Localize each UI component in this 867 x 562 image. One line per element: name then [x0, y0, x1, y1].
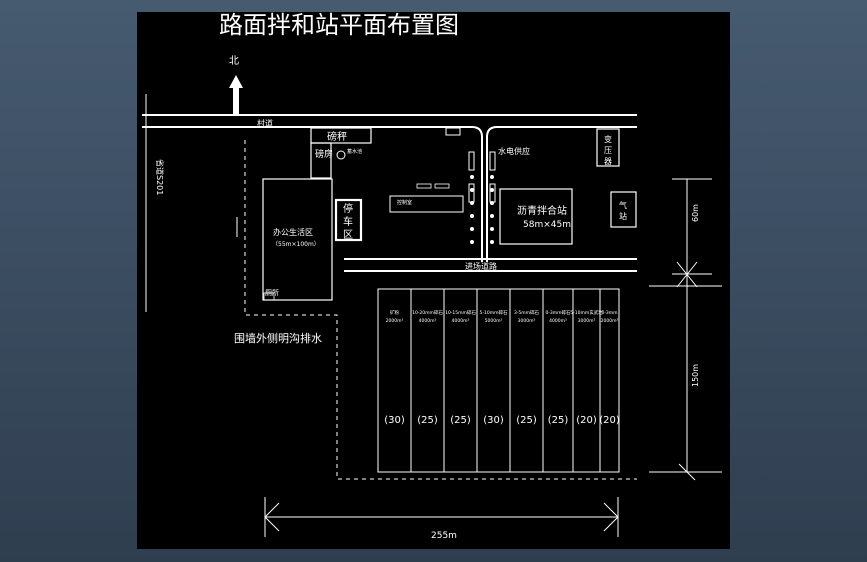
stockpile-capacity: (25) — [516, 415, 537, 426]
storage-shed-box — [389, 195, 464, 213]
stockpile-capacity: (25) — [417, 415, 438, 426]
substation-label-1: 变 — [604, 134, 612, 144]
stockpile-bin — [599, 288, 620, 473]
office-area-box — [262, 178, 333, 301]
stockpile-label: 矿粉 — [390, 309, 399, 316]
scale-house-box — [310, 142, 332, 179]
stockpile-volume: 4000m³ — [419, 318, 437, 324]
stockpile-capacity: (20) — [599, 415, 620, 426]
stockpile-capacity: (20) — [576, 415, 597, 426]
stockpile-capacity: (30) — [483, 415, 504, 426]
drawing-title: 路面拌和站平面布置图 — [219, 12, 459, 39]
entrance-road-label: 进场道路 — [465, 261, 497, 271]
stockpile-label: 3-5mm碎石 — [514, 309, 540, 316]
substation-label-2: 压 — [604, 146, 612, 155]
provincial-road-label: 省道S201 — [155, 159, 165, 195]
gas-station-box — [610, 191, 637, 228]
parking-area-box — [334, 198, 363, 242]
drawing-sheet: 路面拌和站平面布置图 北 村道 省道S201 围墙外侧明沟排水 — [137, 11, 730, 549]
stockpile-label: 5-10mm玄武岩 — [570, 309, 603, 316]
entrance-road — [344, 258, 637, 272]
village-road — [142, 114, 637, 262]
asphalt-plant-box — [499, 188, 573, 245]
stockpile-label: 0-3mm碎石 — [545, 309, 571, 316]
stockpile-bin — [476, 288, 511, 473]
stockpile-label: 10-20mm碎石 — [412, 309, 443, 316]
gas-label-2: 站 — [619, 211, 627, 221]
stockpile-bin — [572, 288, 601, 473]
stockpile-bins: 矿粉 2000m³ (30) 10-20mm碎石 4000m³ (25) 10-15mm碎石… — [377, 288, 620, 473]
control-room-label: 控制室 — [397, 199, 412, 206]
parking-label-3: 区 — [343, 229, 353, 241]
stockpile-bin — [509, 288, 544, 473]
north-arrow-icon — [229, 75, 243, 115]
perimeter-wall-dashed — [244, 140, 637, 480]
control-box — [445, 127, 461, 136]
dimension-255m-label: 255m — [431, 531, 457, 541]
stockpile-label: 5-10mm碎石 — [480, 309, 508, 316]
stockpile-volume: 3000m³ — [518, 318, 536, 324]
stockpile-capacity: (25) — [548, 415, 569, 426]
stockpile-capacity: (25) — [450, 415, 471, 426]
bollard-dots — [470, 175, 494, 244]
stockpile-bin — [377, 288, 412, 473]
dimension-60m-label: 60m — [691, 204, 700, 222]
weighbridge-label: 磅秤 — [327, 130, 347, 143]
water-tank-icon — [336, 150, 346, 160]
stockpile-volume: 5000m³ — [485, 318, 503, 324]
gate-post-left-2 — [468, 183, 475, 203]
substation-label-3: 器 — [604, 157, 612, 166]
stockpile-bin — [410, 288, 445, 473]
stockpile-label: 0-3mm — [601, 310, 617, 316]
dimension-60m — [672, 178, 712, 288]
gas-label-1: 气 — [619, 200, 627, 210]
stockpile-bin — [542, 288, 574, 473]
village-road-label: 村道 — [257, 118, 273, 128]
parking-label-1: 停 — [343, 202, 353, 215]
dimension-255m — [264, 497, 619, 537]
site-plan-drawing: 路面拌和站平面布置图 北 村道 省道S201 围墙外侧明沟排水 — [142, 11, 722, 541]
asphalt-plant-size: 58m×45m — [523, 220, 571, 230]
small-shed-a — [416, 183, 432, 189]
small-shed-b — [434, 183, 450, 189]
stockpile-volume: 4000m³ — [549, 318, 567, 324]
stockpile-volume: 2000m³ — [601, 318, 619, 324]
gate-post-left — [468, 151, 475, 171]
scale-house-label: 磅房 — [315, 148, 333, 160]
weighbridge-box — [310, 127, 372, 144]
stockpile-bin — [443, 288, 478, 473]
toilet-box — [263, 292, 275, 301]
stockpile-capacity: (30) — [384, 415, 405, 426]
toilet-label: 厕所 — [265, 288, 279, 297]
gate-post-right-2 — [489, 183, 496, 203]
asphalt-plant-label: 沥青拌合站 — [517, 204, 567, 217]
supply-label: 水电供应 — [498, 146, 530, 156]
office-size-label: （55m×100m） — [272, 241, 320, 248]
stockpile-volume: 3000m³ — [578, 318, 596, 324]
parking-label-2: 车 — [343, 215, 353, 228]
water-tank-label: 蓄水池 — [347, 148, 362, 155]
dimension-150m — [649, 274, 722, 481]
stockpile-label: 10-15mm碎石 — [445, 309, 476, 316]
office-label: 办公生活区 — [273, 227, 313, 237]
dimension-150m-label: 150m — [691, 364, 700, 387]
stockpile-volume: 4000m³ — [452, 318, 470, 324]
north-label: 北 — [229, 55, 239, 67]
stockpile-volume: 2000m³ — [386, 318, 404, 324]
drain-label: 围墙外侧明沟排水 — [234, 331, 322, 345]
gate-post-right — [489, 151, 496, 171]
substation-box — [596, 128, 620, 167]
